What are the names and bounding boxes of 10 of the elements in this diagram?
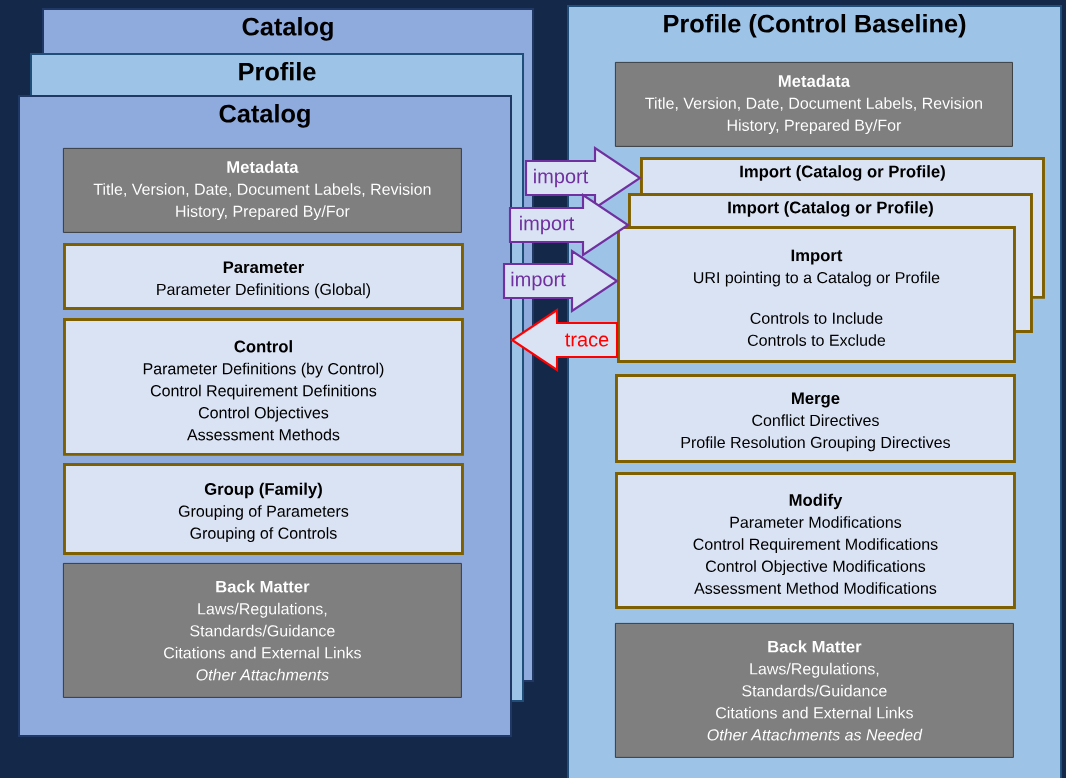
modify-box: Modify Parameter Modifications Control Requirement Modifications Control Objective Modifications Assessment Method Modifications <box>615 472 1016 609</box>
back-matter-box: Back Matter Laws/Regulations, Standards/Guidance Citations and External Links Other Attachments as Needed <box>615 623 1014 758</box>
import-box: Import URI pointing to a Catalog or Profile Controls to Include Controls to Exclude <box>617 226 1016 363</box>
merge-box: Merge Conflict Directives Profile Resolution Grouping Directives <box>615 374 1016 463</box>
parameter-box: Parameter Parameter Definitions (Global) <box>63 243 464 310</box>
metadata-box: Metadata Title, Version, Date, Document Labels, Revision History, Prepared By/For <box>615 62 1013 147</box>
back-matter-box: Back Matter Laws/Regulations, Standards/Guidance Citations and External Links Other Attachments <box>63 563 462 698</box>
metadata-box: Metadata Title, Version, Date, Document Labels, Revision History, Prepared By/For <box>63 148 462 233</box>
group-box: Group (Family) Grouping of Parameters Grouping of Controls <box>63 463 464 555</box>
control-box: Control Parameter Definitions (by Control) Control Requirement Definitions Control Objectives Assessment Methods <box>63 318 464 456</box>
